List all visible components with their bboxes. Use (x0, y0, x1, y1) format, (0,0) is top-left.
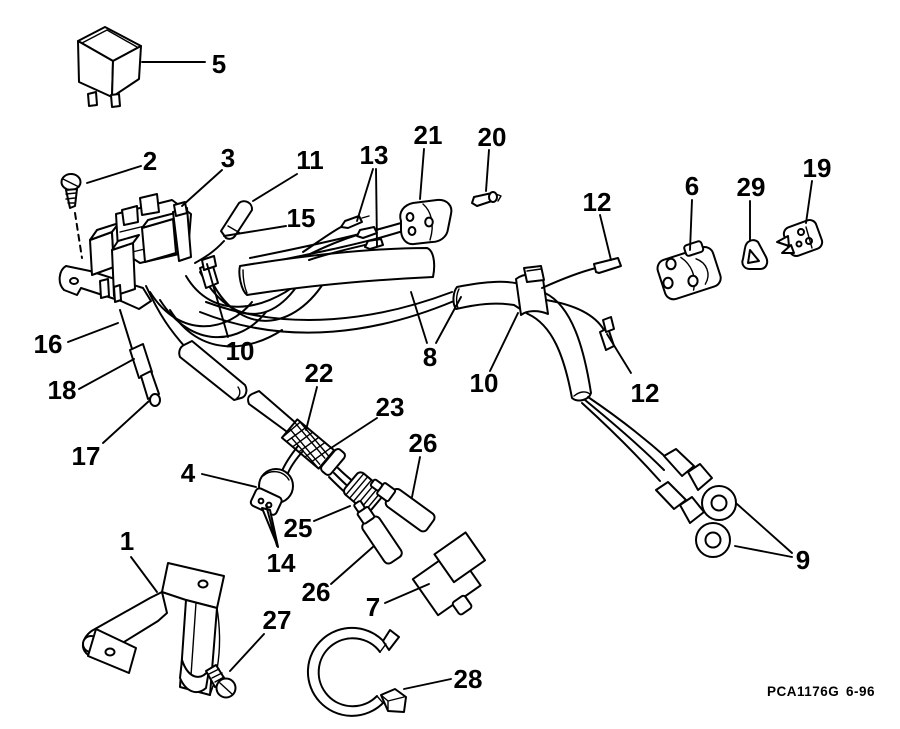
callout-29: 29 (737, 172, 766, 202)
leader-line-11 (252, 173, 298, 202)
connector-part-19 (776, 219, 824, 257)
leader-line-9 (734, 545, 793, 558)
leader-line-7 (384, 583, 430, 604)
leader-line-9 (736, 503, 793, 554)
leader-line-28 (403, 678, 452, 690)
leader-line-8 (410, 291, 428, 344)
screw-part-2 (60, 173, 83, 259)
callout-28: 28 (454, 664, 483, 694)
leader-line-21 (419, 148, 425, 200)
leader-line-14 (265, 504, 278, 547)
callout-23: 23 (376, 392, 405, 422)
callout-19: 19 (803, 153, 832, 183)
pin-part-20 (471, 191, 502, 207)
leader-line-16 (67, 322, 119, 343)
callout-5: 5 (212, 49, 226, 79)
callout-27: 27 (263, 605, 292, 635)
boot-part-11 (194, 200, 254, 264)
leader-line-1 (130, 556, 158, 593)
callout-25: 25 (284, 513, 313, 543)
callout-10: 10 (226, 336, 255, 366)
leader-line-8 (435, 296, 462, 344)
callout-1: 1 (120, 526, 134, 556)
callout-11: 11 (296, 145, 324, 175)
callout-9: 9 (796, 545, 810, 575)
leader-line-19 (805, 180, 813, 224)
sleeve-8-left (238, 215, 436, 296)
callout-13: 13 (360, 140, 389, 170)
leader-line-2 (86, 165, 142, 184)
leader-line-27 (229, 633, 265, 672)
callout-21: 21 (414, 120, 443, 150)
branch-sleeve-segments (178, 340, 298, 435)
grommet-part-29 (741, 239, 769, 270)
callout-26: 26 (409, 428, 438, 458)
leader-line-13 (375, 168, 378, 247)
clamp-10-right (515, 265, 549, 316)
callout-22: 22 (305, 358, 334, 388)
leader-line-10 (206, 263, 229, 338)
callout-15: 15 (287, 203, 316, 233)
date-code: 6-96 (846, 684, 875, 699)
leader-line-26 (411, 456, 421, 498)
leader-line-26 (330, 545, 375, 585)
leader-line-25 (313, 505, 351, 522)
callout-12: 12 (583, 187, 612, 217)
callout-7: 7 (366, 592, 380, 622)
fuse-holder-7 (411, 531, 487, 617)
callout-18: 18 (48, 375, 77, 405)
lead-12-upper (541, 257, 622, 289)
callout-14: 14 (267, 548, 296, 578)
callout-12b: 12 (631, 378, 660, 408)
leader-line-12 (606, 333, 632, 374)
connector-part-6 (656, 240, 722, 301)
leader-line-10 (489, 312, 519, 372)
bracket-part-1 (82, 562, 225, 696)
plate-code: PCA1176G (767, 684, 839, 699)
callout-17: 17 (72, 441, 101, 471)
leader-line-23 (330, 417, 378, 449)
callout-4: 4 (181, 458, 196, 488)
ring-terminals-9 (581, 396, 737, 558)
leader-line-15 (223, 225, 287, 237)
cable-tie-28 (306, 626, 407, 717)
lead-16-17-18 (129, 343, 161, 407)
callout-3: 3 (221, 143, 235, 173)
callout-16: 16 (34, 329, 63, 359)
leader-line-13 (356, 168, 374, 222)
leader-line-17 (102, 400, 150, 444)
callout-8: 8 (423, 342, 437, 372)
leader-line-6 (689, 199, 693, 251)
leader-line-18 (78, 358, 135, 390)
callout-2: 2 (143, 146, 157, 176)
connector-part-21 (399, 198, 453, 246)
callout-6: 6 (685, 171, 699, 201)
leader-line-22 (305, 386, 318, 431)
callout-26b: 26 (302, 577, 331, 607)
leader-line-20 (485, 149, 490, 192)
relay-part (77, 26, 142, 108)
callout-10b: 10 (470, 368, 499, 398)
round-connector-4 (249, 468, 294, 548)
leader-line-4 (201, 473, 257, 488)
leader-line-12 (599, 214, 612, 261)
band-23 (320, 448, 346, 476)
screw-part-27 (205, 664, 237, 699)
blade-connector-26-upper (369, 478, 436, 533)
leader-line-3 (181, 169, 223, 207)
callout-20: 20 (478, 122, 507, 152)
